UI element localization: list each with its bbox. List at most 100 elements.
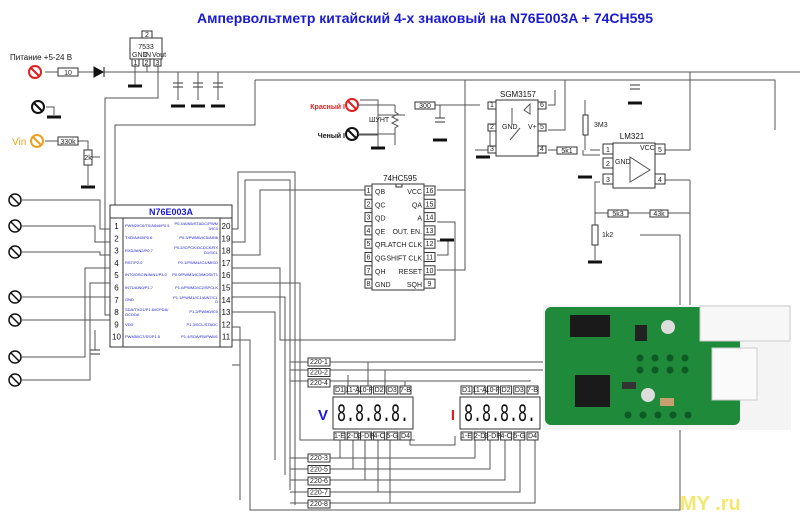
lm321-pin-4	[654, 173, 666, 185]
resistor-300	[414, 101, 436, 110]
sgm-pin-5-label: 5	[540, 124, 544, 131]
lm321-pin-3	[602, 173, 614, 185]
display-pin-1-E	[460, 431, 473, 441]
mcu-pin-4-function-cell: RST/P2.0	[125, 258, 171, 269]
terminal-3[interactable]	[8, 245, 22, 259]
mcu-pin-19: 19	[222, 234, 231, 243]
sr-pin-15	[423, 198, 436, 209]
sr-pin-13-function: OUT. EN.	[392, 229, 422, 236]
lm321-pin-3-label: 3	[606, 177, 610, 184]
mcu-pin-10-function: PWM5/IC7/SS/P1.5	[125, 333, 161, 339]
mcu-pin-5-function-cell: INT0/OSCIN/AIN1/P3.0	[125, 270, 171, 281]
display-label: V	[318, 407, 328, 424]
power-terminal-red[interactable]	[28, 65, 42, 79]
mcu-pin-5-function: INT0/OSCIN/AIN1/P3.0	[125, 272, 167, 278]
mcu-pin-2: 2	[114, 234, 119, 243]
svg-text:Vout: Vout	[152, 52, 166, 59]
display-pin-4-C	[373, 431, 386, 441]
ground-terminal[interactable]	[31, 100, 45, 114]
terminal-6[interactable]	[8, 350, 22, 364]
sgm-pin-3	[487, 145, 497, 154]
svg-text:74HC595: 74HC595	[383, 174, 417, 183]
display-pin-D4-label: D4	[401, 433, 410, 440]
svg-text:N76E003A: N76E003A	[149, 207, 194, 217]
terminal-7[interactable]	[8, 373, 22, 387]
mcu-pin-13-function: P1.2/PWM0/IC0	[189, 309, 218, 315]
sr-pin-1	[364, 185, 373, 196]
mcu-n76e003a: N76E003A	[109, 204, 233, 348]
trimmer-5k3	[607, 209, 629, 218]
sr-pin-10-label: 10	[426, 268, 434, 275]
display-pin-1-E-label: 1-E	[461, 433, 472, 440]
mcu-pin-19-function-cell: P0.3/PWM5/IC5/AIN6	[172, 233, 218, 244]
diode-icon	[93, 66, 105, 78]
mcu-pin-9-function: VDD	[125, 321, 134, 327]
mcu-pin-14: 14	[222, 296, 231, 305]
resistor-220-8-label: 220-8	[310, 501, 328, 508]
svg-text:V+: V+	[528, 124, 537, 131]
sr-pin-10-function: RESET	[399, 269, 423, 276]
mcu-pin-12-function: P1.3/SCL/STADC	[186, 321, 219, 327]
resistor-220-3	[307, 453, 331, 463]
resistor-5k1	[556, 146, 578, 155]
display-pin-D3	[386, 385, 399, 395]
resistor-43k	[649, 209, 669, 218]
mcu-pin-11-function-cell: P1.4/SDA/FB/PWM1	[172, 332, 218, 343]
sr-pin-13	[423, 225, 436, 236]
display-pin-D1	[460, 385, 473, 395]
display-pin-5-G-label: 5-G	[513, 433, 525, 440]
opamp-lm321: LM321 GND VCC+	[612, 132, 659, 189]
resistor-330k	[57, 136, 79, 146]
display-pin-D2	[500, 385, 513, 395]
black-current-terminal[interactable]	[345, 127, 359, 141]
regulator-7533: 2 7533 GND IN Vout 1 2 3	[129, 30, 166, 67]
mcu-pin-7: 7	[114, 296, 119, 305]
sr-pin-10	[423, 265, 436, 276]
mcu-pin-6-function-cell: INT1/AIN0/P1.7	[125, 283, 171, 294]
sr-pin-4-function: QE	[375, 229, 385, 236]
sr-pin-15-function: QA	[412, 202, 422, 209]
sr-pin-6-function: QG	[375, 256, 386, 263]
display-pin-2-D-label: 2-D	[347, 433, 358, 440]
trimmer-2k	[83, 149, 93, 166]
pcb-photo	[543, 305, 791, 430]
vin-label: Vin	[12, 137, 26, 148]
left-terminals	[8, 193, 22, 387]
resistor-220-2	[307, 368, 331, 377]
shunt-resistor	[358, 104, 400, 145]
terminal-1[interactable]	[8, 193, 22, 207]
display-pin-D1-label: D1	[462, 387, 471, 394]
title: Ампервольтметр китайский 4-х знаковый на…	[197, 10, 653, 26]
sr-pin-3	[364, 212, 373, 223]
svg-text:7533: 7533	[138, 44, 154, 51]
mcu-pin-15-function-cell: P1.0/PWM2/IC2/SPCLK	[172, 283, 218, 294]
mcu-pin-15: 15	[222, 284, 231, 293]
mcu-pin-12-function-cell: P1.3/SCL/STADC	[172, 319, 219, 330]
display-pin-D2-label: D2	[375, 387, 384, 394]
sr-pin-7-label: 7	[367, 268, 371, 275]
lm321-pin-1-label: 1	[606, 147, 610, 154]
vin-terminal[interactable]	[30, 134, 44, 148]
sgm-pin-2	[487, 123, 497, 132]
svg-text:GND: GND	[502, 124, 518, 131]
red-current-label: Красный I	[310, 103, 345, 111]
mcu-pin-7-function: GND	[125, 296, 134, 302]
sr-pin-7	[364, 265, 373, 276]
display-pin-D1-label: D1	[335, 387, 344, 394]
display-pin-D1	[333, 385, 346, 395]
display-pin-D3-label: D3	[388, 387, 397, 394]
svg-text:3: 3	[156, 60, 160, 67]
terminal-2[interactable]	[8, 219, 22, 233]
terminal-4[interactable]	[8, 290, 22, 304]
mcu-pin-17-function-cell: P0.1/PWM4/IC4/MISO	[172, 258, 218, 269]
mcu-pin-9-function-cell: VDD	[125, 319, 171, 330]
display-pin-11-A-label: 11-A	[346, 387, 361, 394]
sr-pin-1-function: QB	[375, 189, 385, 196]
sr-pin-3-function: QD	[375, 216, 386, 223]
trimmer-5k3-label: 5k3	[612, 211, 623, 218]
terminal-5[interactable]	[8, 313, 22, 327]
sr-pin-6	[364, 252, 373, 262]
svg-text:VCC+: VCC+	[640, 145, 659, 152]
red-current-terminal[interactable]	[345, 98, 359, 112]
